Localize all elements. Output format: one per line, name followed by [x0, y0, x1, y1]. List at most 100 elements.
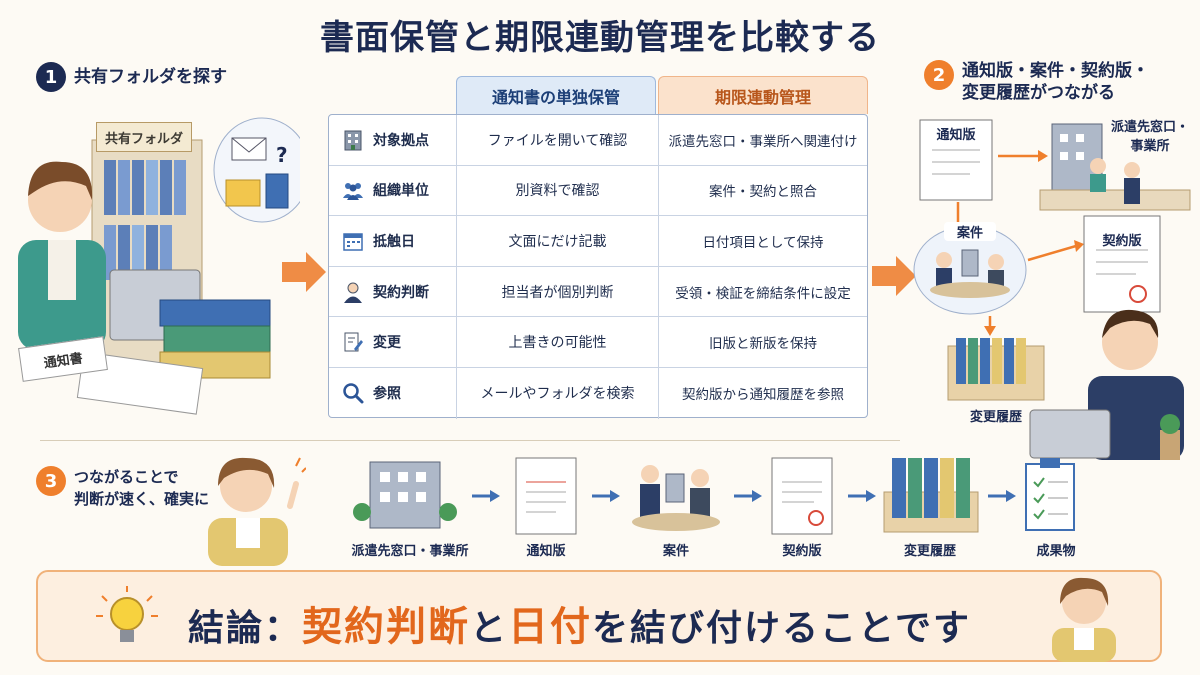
step-2-text: 通知版・案件・契約版・ 変更履歴がつながる: [962, 60, 1149, 104]
flow-office-icon: [353, 461, 457, 529]
flow-label-project: 案件: [662, 544, 689, 559]
project-label: 案件: [944, 222, 996, 241]
arrow-right-icon: [872, 256, 916, 296]
cell-standalone: 別資料で確認: [457, 165, 659, 216]
smiling-woman-icon: [1052, 577, 1116, 662]
row-label: 契約判断: [373, 284, 429, 301]
binders-icon: [104, 160, 186, 280]
step-3-badge: 3: [36, 466, 66, 496]
step-3-line2: 判断が速く、確実に: [74, 490, 210, 508]
table-row: 参照 メールやフォルダを検索 契約版から通知履歴を参照: [329, 368, 867, 419]
flow-arrow-icon: [734, 490, 762, 502]
flow-arrow-icon: [848, 490, 876, 502]
pointing-woman-icon: [208, 457, 306, 566]
cell-standalone: 担当者が個別判断: [457, 266, 659, 317]
conclusion-prefix: 結論：: [188, 608, 303, 649]
flow-meeting-icon: [632, 465, 720, 531]
change-history-label: 変更履歴: [969, 410, 1022, 425]
conclusion-suffix: を結び付けることです: [592, 608, 971, 649]
plant-icon: [1160, 430, 1180, 460]
flow-label-deliverable: 成果物: [1036, 544, 1076, 559]
table-body: 対象拠点 ファイルを開いて確認 派遣先窓口・事業所へ関連付け 組織単位 別資料で…: [328, 114, 868, 419]
table-row: 契約判断 担当者が個別判断 受領・検証を締結条件に設定: [329, 266, 867, 318]
contract-version-label: 契約版: [1102, 234, 1142, 249]
flow-contract-icon: [771, 457, 833, 535]
shared-folder-tag: 共有フォルダ: [96, 122, 192, 152]
flow-label-office: 派遣先窓口・事業所: [351, 544, 469, 559]
cell-standalone: ファイルを開いて確認: [457, 115, 659, 165]
lightbulb-icon: [96, 586, 158, 642]
flow-label-notice: 通知版: [526, 544, 566, 559]
step-3: 3 つながることで 判断が速く、確実に: [36, 466, 209, 510]
row-label: 抵触日: [373, 233, 415, 250]
page-title: 書面保管と期限連動管理を比較する: [320, 18, 880, 58]
cell-linked: 契約版から通知履歴を参照: [682, 387, 844, 404]
step-1: 1 共有フォルダを探す: [36, 62, 227, 92]
cell-linked: 派遣先窓口・事業所へ関連付け: [668, 133, 858, 150]
divider: [40, 440, 900, 441]
question-mark-icon: ?: [276, 143, 288, 167]
conclusion-text: 結論：契約判断と日付を結び付けることです: [188, 594, 971, 652]
column-header-standalone: 通知書の単独保管: [456, 76, 656, 114]
step-3-text: つながることで 判断が速く、確実に: [74, 466, 209, 510]
cell-standalone: 上書きの可能性: [457, 317, 659, 367]
notice-document-icon: [919, 119, 993, 201]
search-icon: [343, 383, 364, 404]
cell-linked: 旧版と新版を保持: [709, 336, 817, 353]
papers-icon: [76, 351, 204, 415]
flow-deliverable-icon: [1025, 458, 1075, 531]
notice-version-label: 通知版: [936, 128, 976, 143]
people-icon: [343, 183, 363, 201]
seal-icon: [1129, 285, 1147, 303]
arrow-right-icon: [282, 252, 326, 292]
contract-document-icon: [1083, 215, 1161, 313]
flow-arrow-icon: [472, 490, 500, 502]
flow-arrow-icon: [988, 490, 1016, 502]
calendar-icon: [343, 233, 363, 251]
table-row: 対象拠点 ファイルを開いて確認 派遣先窓口・事業所へ関連付け: [329, 115, 867, 166]
step-2-line2: 変更履歴がつながる: [962, 83, 1115, 103]
step-2-badge: 2: [924, 60, 954, 90]
conclusion-highlight-1: 契約判断: [302, 604, 471, 650]
step-3-line1: つながることで: [74, 468, 179, 486]
cell-standalone: 文面にだけ記載: [457, 216, 659, 266]
cell-linked: 案件・契約と照合: [709, 184, 817, 201]
searching-person-illustration: ?: [18, 117, 300, 415]
folder-icon: [225, 179, 261, 207]
conclusion-highlight-2: 日付: [508, 604, 593, 650]
flow-history-icon: [883, 458, 979, 533]
flow-label-history: 変更履歴: [903, 544, 956, 559]
visitor-icon: [1124, 162, 1140, 178]
column-header-linked: 期限連動管理: [658, 76, 868, 114]
binder-icon: [265, 173, 289, 209]
flow-diagram: [353, 457, 1075, 535]
cell-standalone: メールやフォルダを検索: [457, 368, 659, 419]
envelope-icon: [231, 137, 267, 161]
clerk-icon: [1090, 158, 1106, 174]
edit-document-icon: [344, 332, 363, 352]
binder-stack-icon: [159, 299, 271, 327]
table-row: 組織単位 別資料で確認 案件・契約と照合: [329, 165, 867, 217]
conclusion-banner: 結論：契約判断と日付を結び付けることです: [36, 570, 1162, 662]
step-1-text: 共有フォルダを探す: [74, 67, 227, 87]
building-icon: [344, 130, 362, 151]
step-2-line1: 通知版・案件・契約版・: [962, 61, 1149, 81]
person-icon: [344, 282, 362, 303]
flow-arrow-icon: [592, 490, 620, 502]
office-label: 派遣先窓口・事業所: [1110, 120, 1189, 154]
row-label: 対象拠点: [373, 132, 429, 149]
table-row: 抵触日 文面にだけ記載 日付項目として保持: [329, 216, 867, 267]
cell-linked: 受領・検証を締結条件に設定: [675, 285, 851, 302]
table-row: 変更 上書きの可能性 旧版と新版を保持: [329, 317, 867, 368]
linked-records-diagram: [913, 119, 1191, 460]
row-label: 参照: [373, 386, 401, 403]
row-label: 変更: [373, 335, 401, 352]
flow-notice-icon: [515, 457, 577, 535]
flow-label-contract: 契約版: [782, 544, 822, 559]
row-label: 組織単位: [373, 183, 429, 200]
laptop-icon: [1029, 409, 1111, 459]
step-1-badge: 1: [36, 62, 66, 92]
step-2: 2 通知版・案件・契約版・ 変更履歴がつながる: [924, 60, 1149, 104]
cell-linked: 日付項目として保持: [702, 234, 824, 251]
happy-man-icon: [1102, 314, 1158, 370]
